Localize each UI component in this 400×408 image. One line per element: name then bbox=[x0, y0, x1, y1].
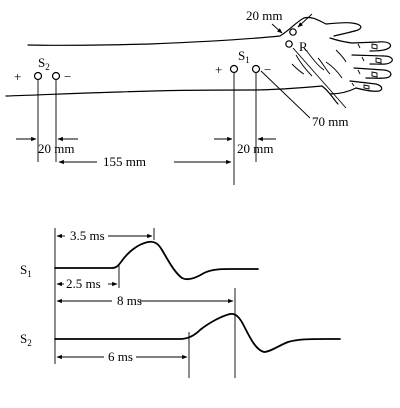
trace-s1-label: S1 bbox=[20, 262, 32, 279]
s2-onset-latency: 6 ms bbox=[108, 349, 133, 364]
s2-minus-sign: − bbox=[64, 69, 71, 84]
s1-plus-sign: + bbox=[215, 62, 222, 77]
dim-s2-to-s1: 155 mm bbox=[103, 154, 146, 169]
electrode-pair-r: R 20 mm 70 mm bbox=[246, 8, 348, 129]
electrode-pair-s1: + − S1 bbox=[215, 48, 271, 185]
electrode-pair-s2: + − S2 bbox=[14, 55, 71, 162]
s1-minus-sign: − bbox=[264, 62, 271, 77]
s1-peak-latency: 3.5 ms bbox=[70, 228, 105, 243]
trace-s1: S1 3.5 ms 2.5 ms bbox=[20, 228, 259, 306]
dim-r-spacing: 20 mm bbox=[246, 8, 282, 23]
s1-onset-latency: 2.5 ms bbox=[66, 276, 101, 291]
dim-s1-to-r: 70 mm bbox=[312, 114, 348, 129]
r-electrode-label: R bbox=[299, 39, 308, 54]
s2-electrode-label: S2 bbox=[38, 55, 50, 72]
dim-s1-pair: 20 mm bbox=[237, 141, 273, 156]
trace-s2-label: S2 bbox=[20, 331, 32, 348]
arm-outline bbox=[5, 16, 393, 105]
s2-plus-sign: + bbox=[14, 69, 21, 84]
dimension-lines: 20 mm 155 mm 20 mm bbox=[16, 136, 276, 169]
dim-s2-pair: 20 mm bbox=[38, 141, 74, 156]
trace-s2: S2 8 ms 6 ms bbox=[20, 288, 341, 378]
s1-electrode-label: S1 bbox=[238, 48, 250, 65]
s2-peak-latency: 8 ms bbox=[117, 293, 142, 308]
